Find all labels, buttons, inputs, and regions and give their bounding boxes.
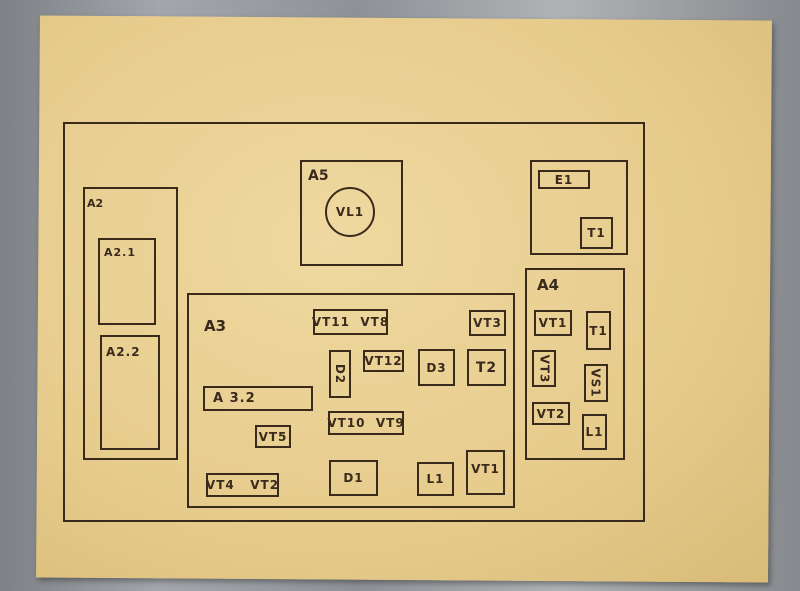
module-a2-label: A2: [87, 197, 104, 210]
a4-t1: T1: [586, 311, 611, 350]
a4-l1: L1: [582, 414, 607, 450]
module-a3-2: A 3.2: [203, 386, 313, 411]
a4-vs1: VS1: [584, 364, 608, 402]
a3-t2: T2: [467, 349, 506, 386]
module-a5-label: A5: [308, 168, 329, 184]
a4-vt3: VT3: [532, 350, 556, 387]
a3-l1: L1: [417, 462, 454, 496]
vl1-label: VL1: [335, 205, 365, 219]
a3-d2-label: D2: [333, 363, 347, 385]
module-a2: [83, 187, 178, 460]
module-a4-label: A4: [537, 276, 560, 294]
module-e1-group: [530, 160, 628, 255]
module-a3-label: A3: [204, 317, 227, 335]
a3-vt5: VT5: [255, 425, 291, 448]
a3-d3: D3: [418, 349, 455, 386]
module-a3: [187, 293, 515, 508]
a2-2-label: A2.2: [106, 345, 141, 359]
module-a4: [525, 268, 625, 460]
a2-1-label: A2.1: [104, 246, 136, 259]
module-a5: [300, 160, 403, 266]
a3-vt1: VT1: [466, 450, 505, 495]
lamp-vl1: VL1: [325, 187, 375, 237]
part-t1-top: T1: [580, 217, 613, 249]
a4-vt2: VT2: [532, 402, 570, 425]
a3-vt10-vt9: VT10 VT9: [327, 411, 404, 435]
part-e1: E1: [538, 170, 590, 189]
module-a2-2: A2.2: [100, 335, 160, 450]
a3-d1: D1: [329, 460, 378, 496]
a4-vt3-label: VT3: [537, 354, 552, 383]
a3-vt12: VT12: [363, 350, 404, 372]
a3-vt11-vt8: VT11 VT8: [312, 309, 388, 335]
a3-vt3: VT3: [469, 310, 506, 336]
a4-vt1: VT1: [534, 310, 572, 336]
a3-d2: D2: [329, 350, 351, 398]
outer-frame: [63, 122, 645, 522]
module-a2-1: A2.1: [98, 238, 156, 325]
a3-vt4-vt2: VT4 VT2: [206, 473, 279, 497]
a4-vs1-label: VS1: [589, 368, 603, 398]
